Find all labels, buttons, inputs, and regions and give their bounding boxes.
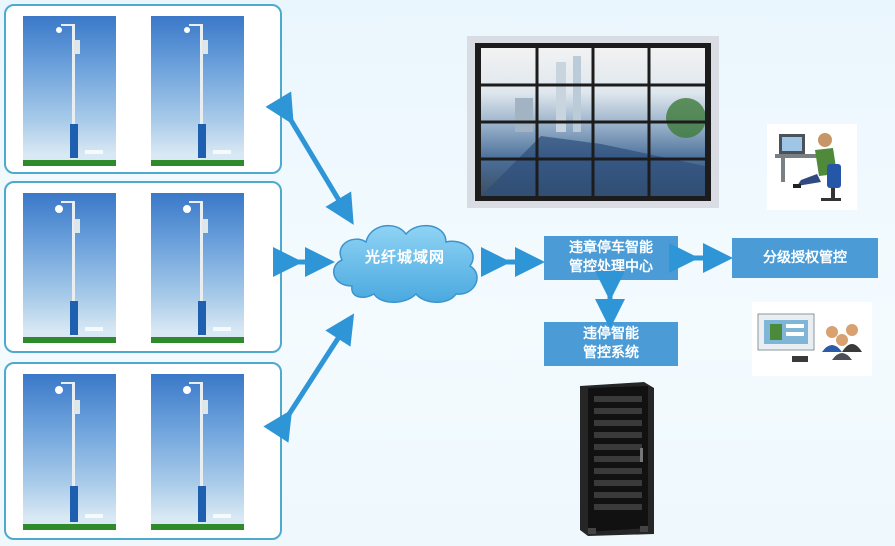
presentation-meeting-icon (757, 313, 862, 362)
control-system-line1: 违停智能 (583, 326, 639, 342)
processing-center-line1: 违章停车智能 (569, 240, 653, 256)
processing-center-box: 违章停车智能 管控处理中心 (544, 236, 678, 280)
video-wall-image (467, 36, 719, 208)
cloud-network-label: 光纤城域网 (364, 248, 445, 266)
camera-pole-icon (183, 382, 231, 522)
video-wall-grid-icon (481, 48, 705, 196)
camera-pole-icon (183, 201, 231, 336)
camera-panel-bottom (4, 362, 282, 540)
arrow-top-panel-cloud (265, 91, 354, 225)
control-system-box: 违停智能 管控系统 (544, 322, 678, 366)
camera-pole-image (151, 16, 244, 166)
camera-pole-image (151, 193, 244, 343)
camera-pole-image (23, 374, 116, 530)
camera-panel-top (4, 4, 282, 174)
camera-panel-middle (4, 181, 282, 353)
operator-image (767, 124, 857, 210)
arrow-bottom-panel-cloud (263, 313, 355, 443)
cloud-network-icon (332, 224, 478, 303)
authorization-box: 分级授权管控 (732, 238, 878, 278)
authorization-label: 分级授权管控 (763, 250, 847, 266)
camera-pole-image (23, 16, 116, 166)
camera-pole-icon (55, 382, 103, 522)
presentation-image (752, 302, 872, 376)
camera-pole-icon (55, 201, 103, 336)
server-rack-icon (580, 382, 654, 536)
camera-pole-image (23, 193, 116, 343)
processing-center-line2: 管控处理中心 (569, 259, 653, 275)
operator-computer-icon (775, 133, 841, 201)
control-system-line2: 管控系统 (583, 345, 639, 361)
camera-pole-icon (56, 24, 103, 159)
camera-pole-image (151, 374, 244, 530)
camera-pole-icon (184, 24, 231, 159)
